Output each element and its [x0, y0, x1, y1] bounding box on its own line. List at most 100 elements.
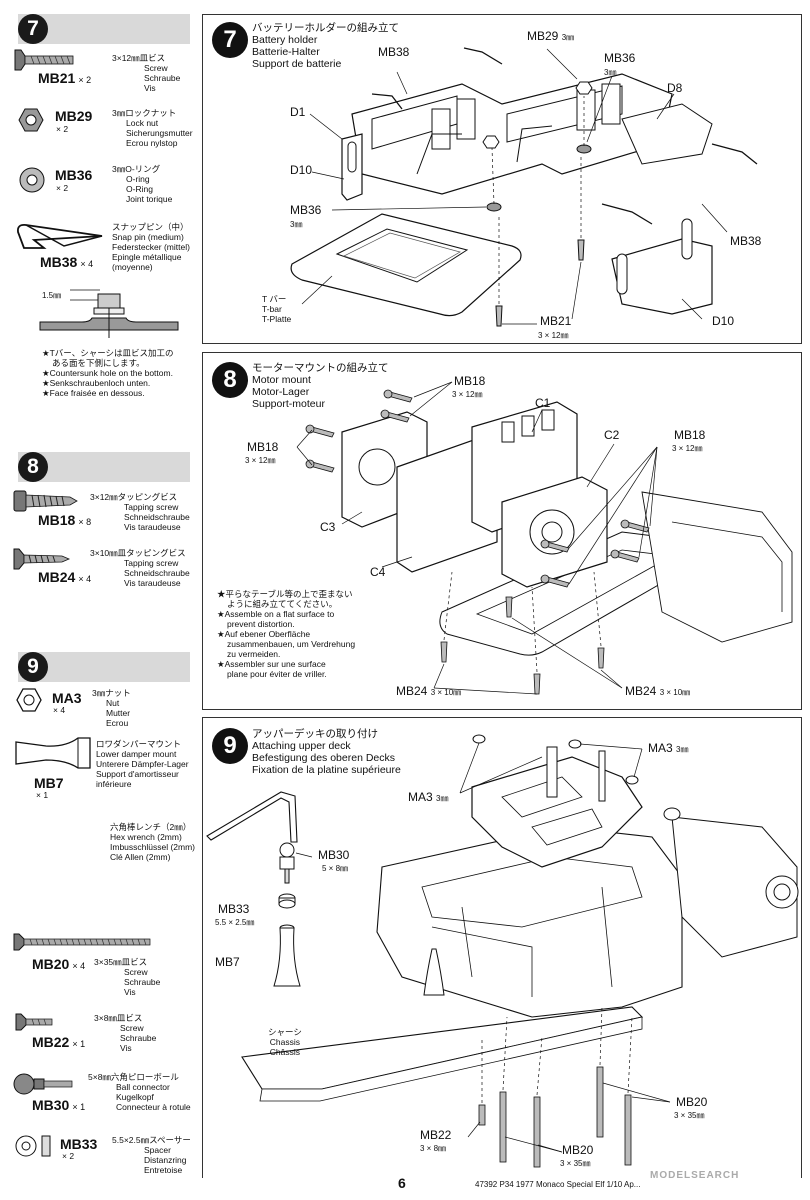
label-c3: C3 [320, 520, 336, 534]
short-screw-icon [15, 1013, 53, 1031]
label-ma3-left: MA3 3㎜ [408, 790, 449, 804]
ball-connector-icon [13, 1073, 73, 1095]
tapping-screw-icon [13, 490, 78, 512]
label-mb33-dim: 5.5 × 2.5㎜ [215, 918, 255, 927]
label-d10-left: D10 [290, 163, 313, 177]
label-d1: D1 [290, 105, 306, 119]
damper-stack-illustration [273, 842, 301, 987]
label-mb18-top: MB18 [454, 374, 486, 388]
page-number: 6 [398, 1175, 406, 1191]
countersink-dim: 1.5㎜ [42, 291, 62, 300]
label-d8: D8 [667, 81, 683, 95]
label-mb20-right-dim: 3 × 35㎜ [674, 1111, 705, 1120]
label-mb22: MB22 [420, 1128, 452, 1142]
part-qty-ma3: × 4 [53, 705, 66, 715]
label-c1: C1 [535, 396, 551, 410]
watermark: MODELSEARCH [650, 1170, 740, 1181]
countersunk-tapping-screw-icon [13, 548, 71, 570]
part-code-ma3: MA3 [52, 690, 82, 706]
step-7-number: 7 [18, 14, 48, 44]
label-mb38-right: MB38 [730, 234, 762, 248]
label-mb24-left: MB24 3 × 10㎜ [396, 684, 462, 698]
label-ma3-right: MA3 3㎜ [648, 741, 689, 755]
part-code-mb30: MB30× 1 [32, 1097, 86, 1113]
hex-wrench-illustration [206, 791, 298, 843]
spacer-icon [15, 1135, 51, 1157]
label-mb21: MB21 [540, 314, 572, 328]
label-mb36-left-dim: 3㎜ [290, 220, 303, 229]
long-screw-icon [13, 933, 151, 951]
label-mb18-left: MB18 [247, 440, 279, 454]
part-qty-mb33: × 2 [62, 1151, 75, 1161]
footer-code: 47392 P34 1977 Monaco Special Elf 1/10 A… [475, 1180, 641, 1189]
part-qty-mb7: × 1 [36, 790, 49, 800]
label-mb20-right: MB20 [676, 1095, 708, 1109]
label-mb20-bottom: MB20 [562, 1143, 594, 1157]
label-mb33: MB33 [218, 902, 250, 916]
motor-mount-diagram [296, 381, 793, 695]
lock-nut-icon [18, 108, 44, 132]
label-mb22-dim: 3 × 8㎜ [420, 1144, 447, 1153]
step-7-note: ★Tバー、シャーシは皿ビス加工のある面を下側にします。★Countersunk … [42, 348, 174, 398]
part-qty-mb36: × 2 [56, 183, 69, 193]
part-code-mb38: MB38× 4 [40, 254, 94, 270]
battery-holder-diagram [290, 47, 758, 327]
o-ring-icon [19, 167, 45, 193]
step-9-number: 9 [18, 652, 48, 682]
part-code-mb24: MB24× 4 [38, 569, 92, 585]
label-d10-right: D10 [712, 314, 735, 328]
label-mb18-right: MB18 [674, 428, 706, 442]
label-mb30-dim: 5 × 8㎜ [322, 864, 349, 873]
label-mb36-left: MB36 [290, 203, 322, 217]
part-code-mb22: MB22× 1 [32, 1034, 86, 1050]
label-mb36-top: MB36 [604, 51, 636, 65]
part-code-mb29: MB29 [55, 108, 93, 124]
label-mb30: MB30 [318, 848, 350, 862]
label-mb18-right-dim: 3 × 12㎜ [672, 444, 703, 453]
part-code-mb18: MB18× 8 [38, 512, 92, 528]
label-mb36-top-dim: 3㎜ [604, 68, 617, 77]
part-code-mb20: MB20× 4 [32, 956, 86, 972]
label-mb7: MB7 [215, 955, 240, 969]
part-code-mb21: MB21× 2 [38, 70, 92, 86]
label-mb29: MB29 3㎜ [527, 29, 575, 43]
label-mb18-left-dim: 3 × 12㎜ [245, 456, 276, 465]
step-8-badge: 8 [212, 362, 248, 398]
step-9-badge: 9 [212, 728, 248, 764]
part-desc-mb38: スナップピン（中）Snap pin (medium)Federstecker (… [112, 222, 190, 272]
snap-pin-icon [17, 223, 103, 249]
upper-deck-diagram [241, 734, 799, 1168]
label-mb21-dim: 3 × 12㎜ [538, 331, 569, 340]
part-code-mb36: MB36 [55, 167, 93, 183]
label-c4: C4 [370, 565, 386, 579]
damper-mount-icon [15, 737, 91, 769]
label-c2: C2 [604, 428, 620, 442]
step-7-badge: 7 [212, 22, 248, 58]
countersink-illustration [39, 289, 179, 338]
part-code-mb33: MB33 [60, 1136, 98, 1152]
part-qty-mb29: × 2 [56, 124, 69, 134]
part-code-mb7: MB7 [34, 775, 64, 791]
step-8-number: 8 [18, 452, 48, 482]
label-mb18-top-dim: 3 × 12㎜ [452, 390, 483, 399]
label-mb20-bottom-dim: 3 × 35㎜ [560, 1159, 591, 1168]
nut-icon [16, 688, 42, 712]
label-mb38-top: MB38 [378, 45, 410, 59]
label-mb24-right: MB24 3 × 10㎜ [625, 684, 691, 698]
